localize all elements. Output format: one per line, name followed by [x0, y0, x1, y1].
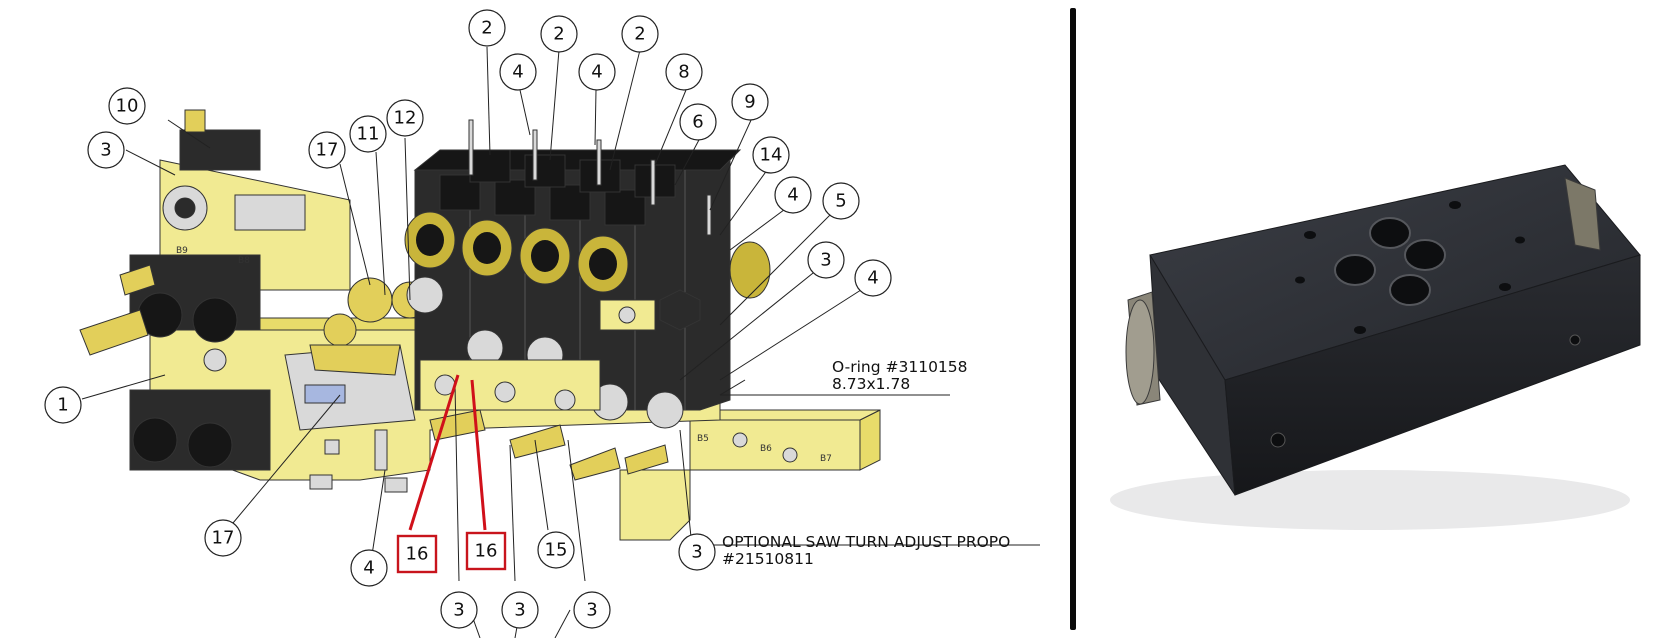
svg-text:3: 3 — [100, 140, 111, 161]
svg-text:4: 4 — [787, 185, 798, 206]
callout-11: 11 — [349, 115, 387, 153]
svg-text:3: 3 — [691, 542, 702, 563]
svg-text:8: 8 — [678, 62, 689, 83]
callout-2: 2 — [540, 15, 578, 53]
svg-text:3: 3 — [820, 250, 831, 271]
svg-text:1: 1 — [57, 395, 68, 416]
callout-4: 4 — [499, 53, 537, 91]
callout-10: 10 — [108, 87, 146, 125]
panel-divider — [1070, 8, 1076, 630]
svg-text:17: 17 — [212, 528, 235, 549]
highlighted-callout-16: 16 — [465, 531, 507, 571]
port-label-b7: B7 — [820, 454, 832, 464]
callout-9: 9 — [731, 83, 769, 121]
svg-text:11: 11 — [357, 124, 380, 145]
callout-17: 17 — [204, 519, 242, 557]
callout-17: 17 — [308, 131, 346, 169]
port-label-b5: B5 — [697, 434, 709, 444]
svg-text:3: 3 — [514, 600, 525, 621]
callout-4: 4 — [854, 259, 892, 297]
svg-text:6: 6 — [692, 112, 703, 133]
callout-4: 4 — [578, 53, 616, 91]
svg-text:14: 14 — [760, 145, 783, 166]
callout-6: 6 — [679, 103, 717, 141]
port-label-b9: B9 — [176, 246, 188, 256]
port-label-b6: B6 — [760, 444, 772, 454]
svg-text:4: 4 — [512, 62, 523, 83]
svg-text:16: 16 — [475, 541, 498, 562]
svg-text:4: 4 — [363, 558, 374, 579]
callout-12: 12 — [386, 99, 424, 137]
callout-3: 3 — [501, 591, 539, 629]
saw-note-line1: OPTIONAL SAW TURN ADJUST PROPO — [722, 533, 1010, 551]
svg-text:2: 2 — [634, 24, 645, 45]
callout-1: 1 — [44, 386, 82, 424]
svg-text:5: 5 — [835, 191, 846, 212]
callout-2: 2 — [621, 15, 659, 53]
oring-note-line1: O-ring #3110158 — [832, 358, 968, 376]
callout-4: 4 — [774, 176, 812, 214]
svg-text:4: 4 — [591, 62, 602, 83]
svg-text:2: 2 — [481, 18, 492, 39]
svg-text:2: 2 — [553, 24, 564, 45]
svg-text:3: 3 — [586, 600, 597, 621]
callout-3: 3 — [807, 241, 845, 279]
callout-3: 3 — [440, 591, 478, 629]
callout-14: 14 — [752, 136, 790, 174]
valve-block-photo — [1110, 164, 1641, 530]
oring-note-line2: 8.73x1.78 — [832, 375, 910, 393]
valve-assembly-drawing: B9 B8 B5 B6 B7 — [44, 9, 1040, 638]
svg-text:17: 17 — [316, 140, 339, 161]
callout-3: 3 — [87, 131, 125, 169]
highlighted-callout-16: 16 — [396, 534, 438, 574]
callout-4: 4 — [350, 549, 388, 587]
svg-text:10: 10 — [116, 96, 139, 117]
callout-8: 8 — [665, 53, 703, 91]
callout-2: 2 — [468, 9, 506, 47]
svg-text:9: 9 — [744, 92, 755, 113]
saw-note-line2: #21510811 — [722, 550, 814, 568]
port-label-b8: B8 — [238, 256, 250, 266]
callout-3: 3 — [678, 533, 716, 571]
svg-text:15: 15 — [545, 540, 568, 561]
callout-15: 15 — [537, 531, 575, 569]
callout-3: 3 — [573, 591, 611, 629]
callout-5: 5 — [822, 182, 860, 220]
svg-text:4: 4 — [867, 268, 878, 289]
svg-text:16: 16 — [406, 544, 429, 565]
svg-text:3: 3 — [453, 600, 464, 621]
svg-text:12: 12 — [394, 108, 417, 129]
